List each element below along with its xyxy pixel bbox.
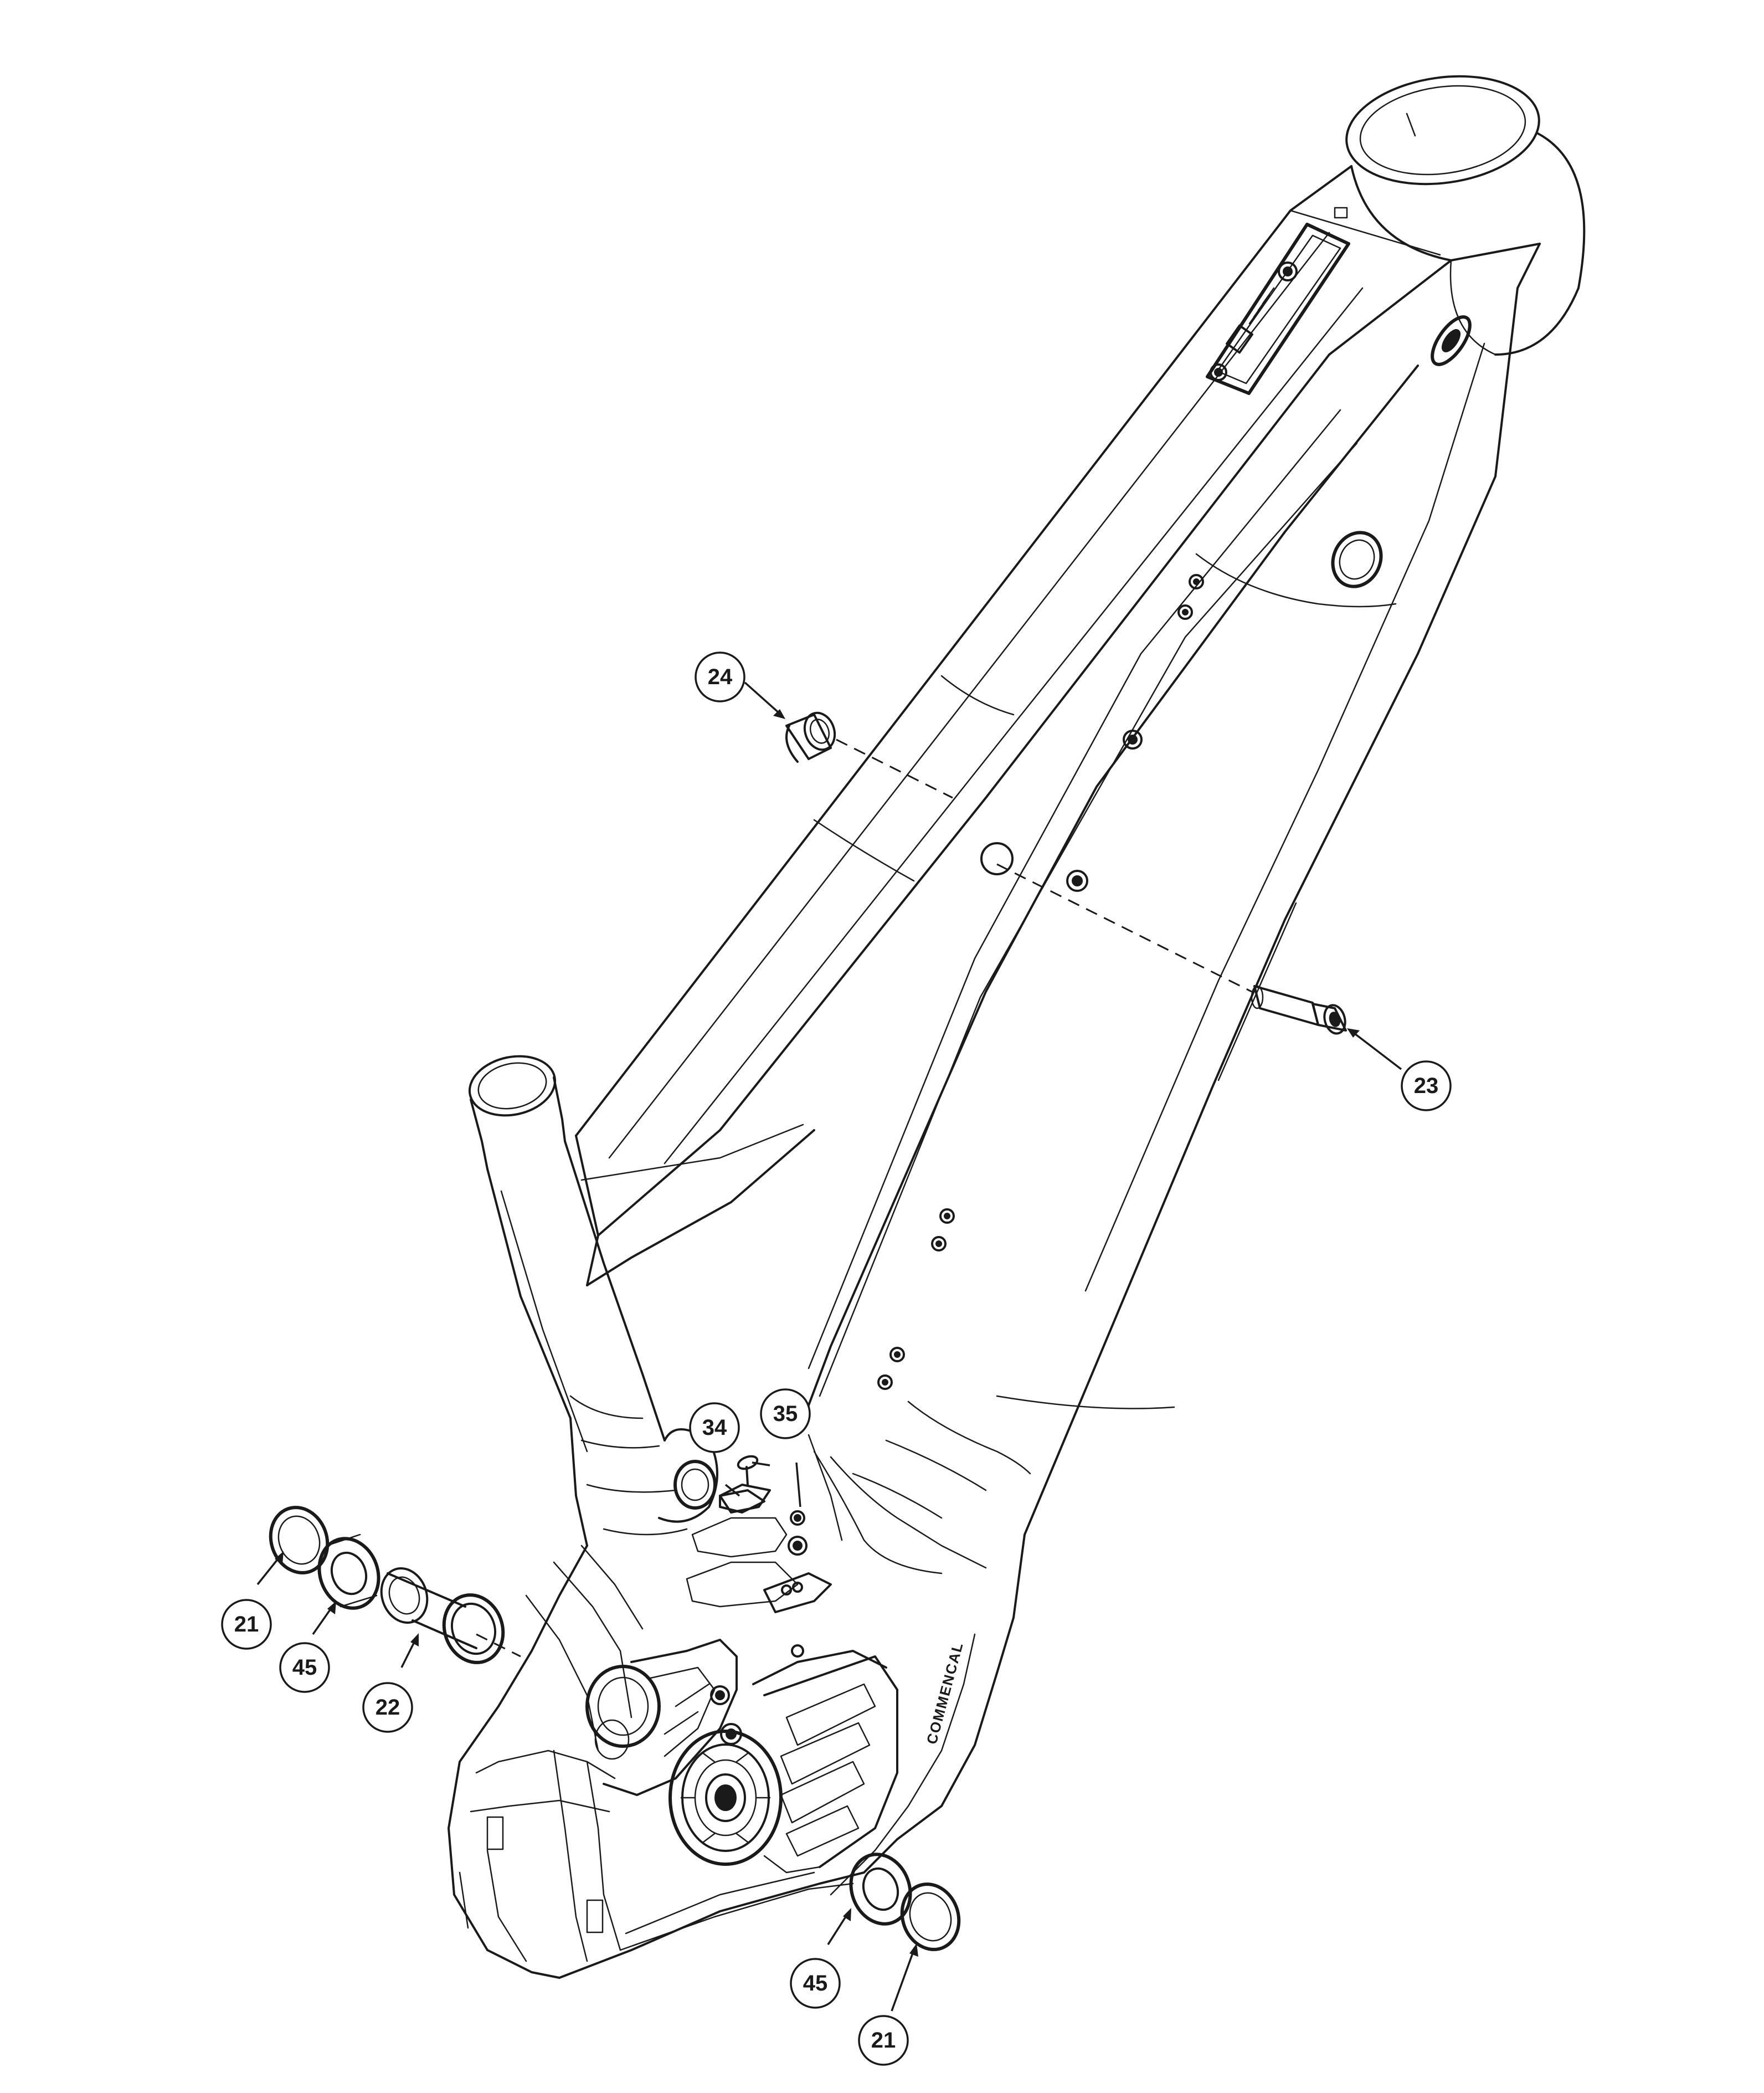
seal-21-left (269, 1506, 330, 1574)
leader-lines (256, 681, 1402, 2012)
callout-21-right: 21 (858, 2015, 909, 2066)
seal-21-right (900, 1882, 961, 1951)
callout-label-45-right: 45 (803, 1971, 828, 1995)
callout-label-24: 24 (708, 665, 733, 689)
frame-brand-mark: COMMENCAL (923, 1640, 966, 1746)
callout-label-35: 35 (773, 1402, 798, 1426)
callout-label-22: 22 (376, 1695, 400, 1720)
bearing-45-right (849, 1853, 912, 1926)
callout-45-left: 45 (279, 1642, 330, 1693)
top-tube-lower-edge (597, 259, 1452, 1237)
motor-housing: COMMENCAL (448, 1533, 1026, 1979)
callout-label-21-right: 21 (871, 2028, 896, 2053)
callout-34: 34 (689, 1402, 740, 1453)
seat-tube (468, 1055, 688, 1547)
callout-23: 23 (1401, 1060, 1452, 1111)
bearing-45-left (317, 1533, 380, 1610)
bushing-24 (785, 711, 836, 763)
callout-label-45-left: 45 (292, 1655, 317, 1680)
callout-24: 24 (695, 652, 745, 702)
main-pivot (658, 1428, 718, 1523)
callout-21-left: 21 (221, 1599, 272, 1650)
callouts: 24 23 34 35 21 45 22 45 (221, 652, 1452, 2066)
frame-drawing: COMMENCAL (448, 75, 1586, 1979)
sleeve-22 (380, 1567, 505, 1664)
callout-label-23: 23 (1414, 1074, 1439, 1098)
down-tube-left-edge (796, 365, 1419, 1436)
callout-label-21-left: 21 (234, 1612, 259, 1637)
callout-45-right: 45 (790, 1958, 841, 2009)
down-tube-hardware (877, 315, 1472, 1390)
assembly-lines (476, 738, 1252, 1658)
exploded-parts (269, 711, 1347, 1951)
head-tube (1334, 75, 1586, 356)
top-tube-upper-edge (575, 165, 1352, 1137)
callout-label-34: 34 (702, 1415, 727, 1440)
callout-35: 35 (760, 1388, 811, 1439)
control-unit (1206, 223, 1350, 395)
screw-35 (737, 1455, 759, 1486)
link-34 (719, 1484, 771, 1514)
bolt-23 (1251, 985, 1347, 1035)
callout-22: 22 (362, 1682, 413, 1733)
down-tube-right-edge (1024, 243, 1541, 1536)
linkage-mount (686, 1450, 943, 1613)
